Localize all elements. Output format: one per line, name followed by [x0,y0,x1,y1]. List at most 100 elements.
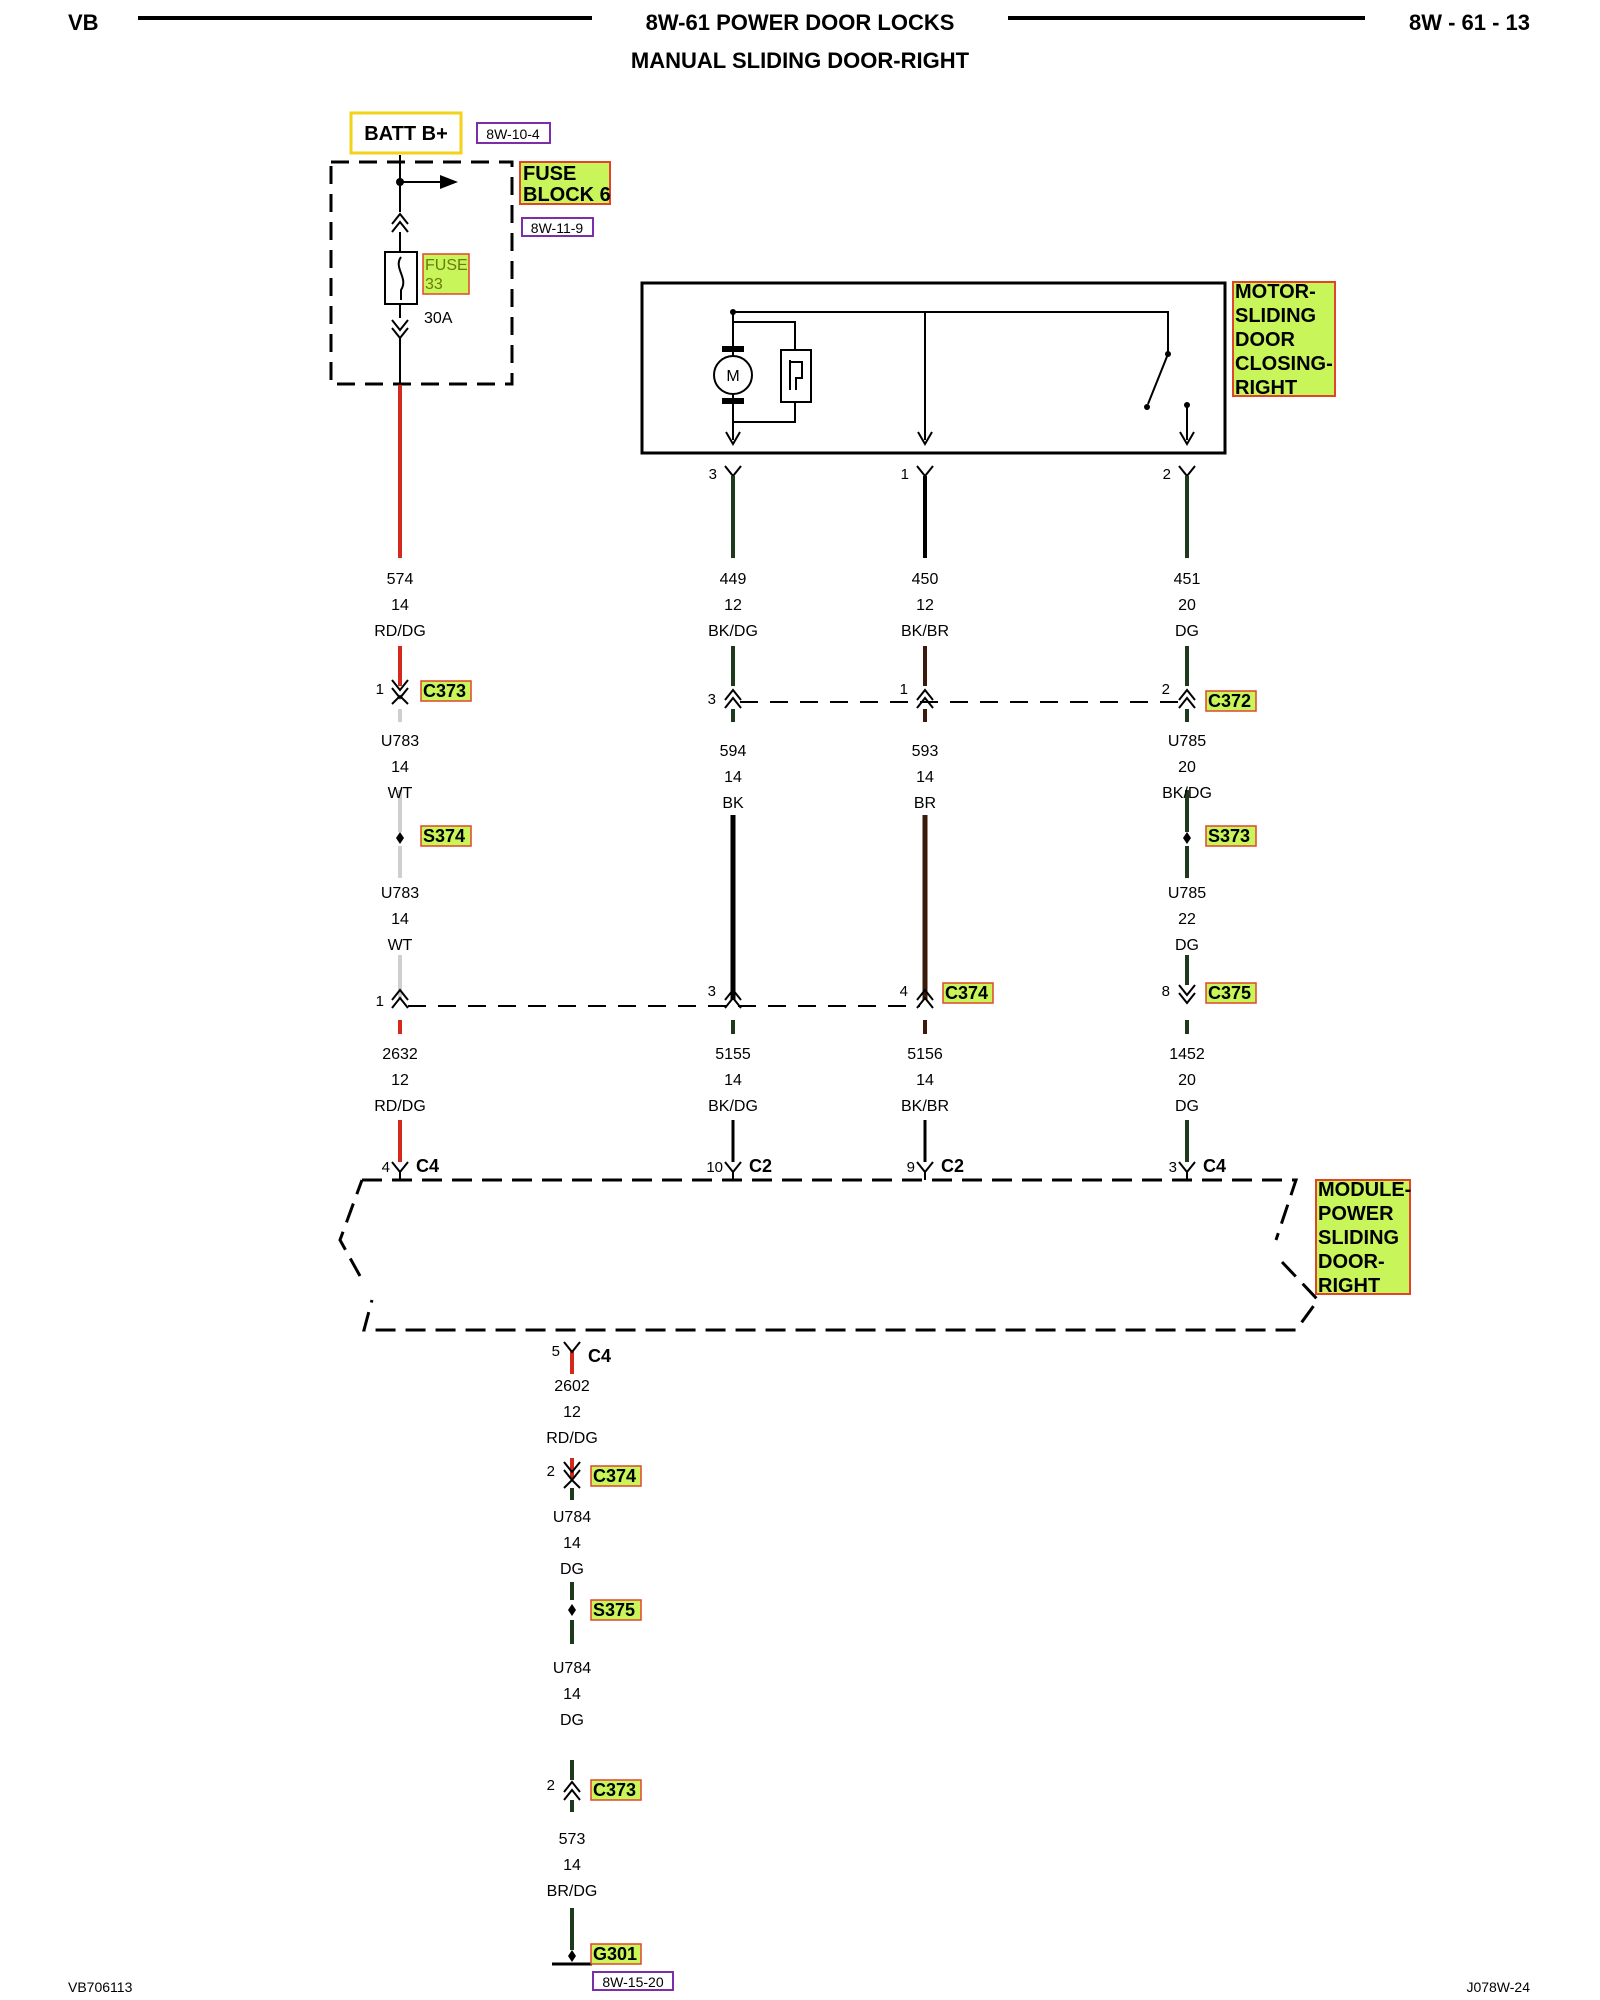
connector-label-bg [1205,982,1257,1004]
connector-up-icon [916,988,934,1009]
fuse-element-icon [397,256,405,300]
wire-color: BK/DG [1162,785,1212,802]
page-number: 8W - 61 - 13 [1409,10,1530,35]
connector-up-icon [391,988,409,1009]
batt-ref-box[interactable] [476,122,551,144]
wire-label-u785-upper: U785 20 BK/DG [1162,733,1212,802]
batt-box [349,111,463,155]
wire-color: DG [1175,937,1199,954]
splice-s375-label: S375 [593,1600,635,1620]
wire-label-2602: 2602 12 RD/DG [546,1378,598,1447]
wire-color: BR [914,795,936,812]
wire-gauge: 20 [1178,597,1196,614]
motor-label-bg [1232,281,1336,397]
wire-gauge: 12 [391,1072,409,1089]
connector-pin: 2 [547,1777,555,1794]
fuse-rating: 30A [424,310,453,327]
module-pin-number: 5 [552,1343,560,1360]
fuse-block-ref-link[interactable]: 8W-11-9 [531,220,584,236]
module-pin-number: 9 [907,1159,915,1176]
fuse-top-terminal-icon [391,212,409,233]
footer-right: J078W-24 [1466,1979,1530,1995]
wire-gauge: 14 [724,769,742,786]
fuse-label-2: 33 [425,276,443,293]
wire-circuit: U785 [1168,733,1206,750]
module-pin-icon [916,1161,934,1174]
wire-circuit: U783 [381,885,419,902]
module-pin-icon [724,1161,742,1174]
circuit-breaker-element-icon [789,360,803,390]
fuse-label-1: FUSE [425,257,468,274]
motor-switch-icon [1147,353,1169,405]
connector-label-bg [1205,690,1257,712]
splice-label-bg [1205,825,1257,847]
wire-gauge: 12 [724,597,742,614]
connector-c372-label: C372 [1208,691,1251,711]
module-pin-icon [391,1161,409,1174]
fuse-block-outline [329,160,514,386]
wire-circuit: 2632 [382,1046,418,1063]
ground-splice-icon [568,1950,576,1962]
connector-label-bg [942,982,994,1004]
wire-color: WT [388,785,413,802]
connector-down-icon [391,679,409,700]
motor-symbol: M [726,368,739,385]
connector-c374-label: C374 [945,983,988,1003]
connector-label-bg [420,680,472,702]
wire-gauge: 22 [1178,911,1196,928]
wire-gauge: 14 [724,1072,742,1089]
connector-down-icon [1178,984,1196,1005]
ground-g301-label: G301 [593,1944,637,1964]
connector-c375-label: C375 [1208,983,1251,1003]
motor-label-1: MOTOR- [1235,281,1316,303]
wire-label-u784-lower: U784 14 DG [553,1660,591,1729]
header-left: VB [68,10,99,35]
wire-color: BK/BR [901,623,949,640]
connector-pin: 8 [1162,983,1170,1000]
wire-label-2632: 2632 12 RD/DG [374,1046,426,1115]
splice-label-bg [420,825,472,847]
wire-color: DG [1175,623,1199,640]
wire-gauge: 14 [916,769,934,786]
splice-s375-icon [568,1604,576,1616]
module-connector-name: C4 [416,1156,439,1176]
connector-c373-lower-label: C373 [593,1780,636,1800]
connector-c374-lower-label: C374 [593,1466,636,1486]
motor-pin-label: 1 [901,466,909,483]
wire-circuit: 573 [559,1831,586,1848]
connector-pin: 1 [900,681,908,698]
wire-circuit: 450 [912,571,939,588]
wire-circuit: U785 [1168,885,1206,902]
motor-pin-terminal-icon [916,465,934,478]
module-connector-name: C4 [1203,1156,1226,1176]
connector-pin: 3 [708,983,716,1000]
splice-s373-label: S373 [1208,826,1250,846]
footer-left: VB706113 [68,1979,133,1995]
fuse-block-label-1: FUSE [523,163,576,185]
fuse-label-bg [422,253,470,295]
wire-label-u785-lower: U785 22 DG [1168,885,1206,954]
wire-color: BK/DG [708,623,758,640]
wire-color: BK/DG [708,1098,758,1115]
module-label-4: DOOR- [1318,1251,1385,1273]
connector-up-icon [724,688,742,709]
wire-gauge: 14 [916,1072,934,1089]
connector-up-icon [1178,688,1196,709]
module-label-3: SLIDING [1318,1227,1399,1249]
connector-pin: 3 [708,691,716,708]
wire-label-450: 450 12 BK/BR [901,571,949,640]
wire-label-5156: 5156 14 BK/BR [901,1046,949,1115]
wire-color: BK/BR [901,1098,949,1115]
fuse-block-ref-box[interactable] [521,217,594,237]
batt-ref-link[interactable]: 8W-10-4 [486,126,540,142]
connector-label-bg [590,1779,642,1801]
motor-pin-label: 2 [1163,466,1171,483]
module-connector-name: C2 [941,1156,964,1176]
wire-circuit: U784 [553,1509,591,1526]
ground-ref-box[interactable] [592,1971,674,1991]
ground-ref-link[interactable]: 8W-15-20 [602,1974,663,1990]
module-label-1: MODULE- [1318,1179,1411,1201]
motor-bus-dot [730,309,736,315]
connector-pin: 2 [547,1463,555,1480]
